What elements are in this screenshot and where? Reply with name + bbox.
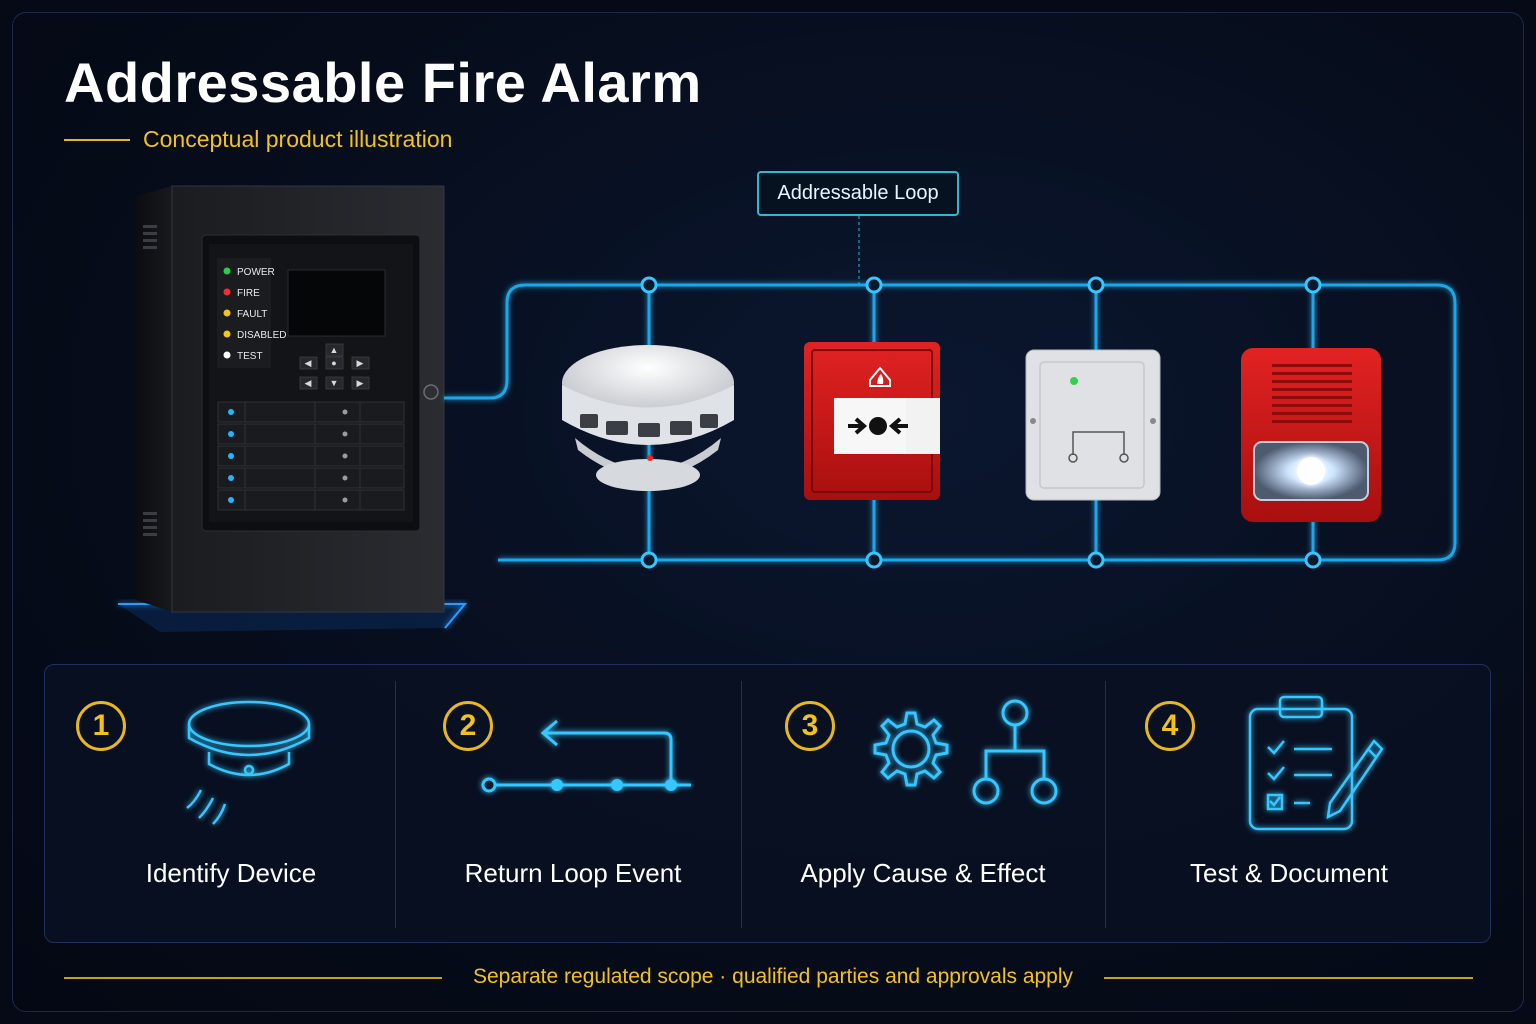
indicator-label-fire: FIRE bbox=[237, 288, 260, 299]
step-number-4: 4 bbox=[1145, 701, 1195, 751]
indicator-led-disabled bbox=[223, 330, 231, 338]
loop-node bbox=[1087, 276, 1105, 294]
svg-text:◀: ◀ bbox=[305, 358, 312, 368]
loop-return-icon bbox=[481, 719, 691, 793]
indicator-label-test: TEST bbox=[237, 351, 263, 362]
zone-row bbox=[217, 445, 405, 467]
loop-node bbox=[1304, 276, 1322, 294]
indicator-led-power bbox=[223, 267, 231, 275]
page-title: Addressable Fire Alarm bbox=[64, 51, 702, 114]
footer-rule-left bbox=[64, 977, 442, 979]
step-number-1: 1 bbox=[76, 701, 126, 751]
subtitle-rule bbox=[64, 139, 130, 141]
indicator-label-fault: FAULT bbox=[237, 309, 267, 320]
step-label-4: Test & Document bbox=[1190, 858, 1388, 888]
svg-text:●: ● bbox=[331, 358, 336, 368]
step-label-1: Identify Device bbox=[145, 858, 317, 888]
step-divider bbox=[1105, 681, 1106, 928]
zone-led bbox=[228, 431, 234, 437]
step-number-3: 3 bbox=[785, 701, 835, 751]
gear-hierarchy-icon bbox=[873, 699, 1058, 805]
sounder-strobe bbox=[1241, 348, 1381, 522]
loop-node bbox=[640, 276, 658, 294]
indicator-label-power: POWER bbox=[237, 267, 275, 278]
zone-row bbox=[217, 489, 405, 511]
zone-row bbox=[217, 423, 405, 445]
loop-nodes bbox=[640, 276, 1322, 569]
zone-button bbox=[342, 453, 348, 459]
indicator-led-fault bbox=[223, 309, 231, 317]
indicator-led-test bbox=[223, 351, 231, 359]
manual-call-point bbox=[804, 342, 940, 500]
footer-note: Separate regulated scope · qualified par… bbox=[472, 965, 1074, 988]
zone-row bbox=[217, 401, 405, 423]
svg-text:◀: ◀ bbox=[305, 378, 312, 388]
svg-text:▼: ▼ bbox=[330, 378, 339, 388]
zone-led bbox=[228, 409, 234, 415]
step-divider bbox=[395, 681, 396, 928]
zone-button bbox=[342, 409, 348, 415]
svg-text:▶: ▶ bbox=[357, 358, 364, 368]
addressable-loop-label: Addressable Loop bbox=[757, 171, 959, 216]
loop-node bbox=[1087, 551, 1105, 569]
indicator-label-disabled: DISABLED bbox=[237, 330, 286, 341]
control-panel: POWER FIRE FAULT DISABLED TEST ▲ ◀ ● ▶ ◀ ▼ ▶ bbox=[136, 185, 445, 613]
page-subtitle: Conceptual product illustration bbox=[143, 126, 453, 152]
smoke-detector-icon bbox=[186, 700, 311, 825]
loop-node bbox=[1304, 551, 1322, 569]
loop-node bbox=[640, 551, 658, 569]
svg-text:▲: ▲ bbox=[330, 345, 339, 355]
clipboard-checklist-icon bbox=[1248, 695, 1384, 831]
io-module bbox=[1025, 349, 1161, 501]
step-label-2: Return Loop Event bbox=[464, 858, 682, 888]
footer-rule-right bbox=[1104, 977, 1473, 979]
zone-button bbox=[342, 475, 348, 481]
zone-led bbox=[228, 453, 234, 459]
svg-text:▶: ▶ bbox=[357, 378, 364, 388]
zone-row bbox=[217, 467, 405, 489]
step-number-2: 2 bbox=[443, 701, 493, 751]
loop-node bbox=[865, 551, 883, 569]
loop-diagram: POWER FIRE FAULT DISABLED TEST ▲ ◀ ● ▶ ◀ ▼ ▶ bbox=[118, 185, 1457, 632]
indicator-led-fire bbox=[223, 288, 231, 296]
step-label-3: Apply Cause & Effect bbox=[800, 858, 1046, 888]
step-divider bbox=[741, 681, 742, 928]
zone-led bbox=[228, 497, 234, 503]
zone-button bbox=[342, 431, 348, 437]
loop-node bbox=[865, 276, 883, 294]
zone-button bbox=[342, 497, 348, 503]
smoke-detector bbox=[562, 345, 734, 491]
process-steps: 1 2 3 4 bbox=[44, 664, 1491, 943]
zone-led bbox=[228, 475, 234, 481]
